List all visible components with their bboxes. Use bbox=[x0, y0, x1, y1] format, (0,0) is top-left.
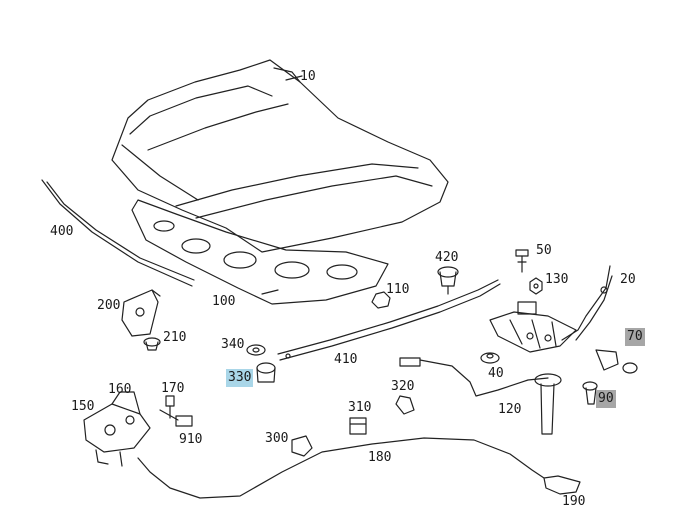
part-label-400: 400 bbox=[50, 224, 74, 239]
long-cable bbox=[137, 437, 545, 499]
part-label-310: 310 bbox=[348, 400, 372, 415]
part-label-200: 200 bbox=[97, 298, 121, 313]
bolt bbox=[515, 249, 529, 273]
clip bbox=[371, 291, 391, 309]
part-label-410: 410 bbox=[334, 352, 358, 367]
part-label-320: 320 bbox=[391, 379, 415, 394]
latch-bolt bbox=[159, 395, 193, 427]
part-label-160: 160 bbox=[108, 382, 132, 397]
part-label-910: 910 bbox=[179, 432, 203, 447]
part-label-300: 300 bbox=[265, 431, 289, 446]
clamp bbox=[395, 395, 415, 415]
washer bbox=[246, 344, 266, 356]
grommet bbox=[143, 337, 161, 351]
seal-strip bbox=[41, 179, 195, 287]
part-label-100: 100 bbox=[212, 294, 236, 309]
hood-inner-frame bbox=[131, 199, 389, 305]
hinge-assembly bbox=[489, 265, 613, 353]
part-label-180: 180 bbox=[368, 450, 392, 465]
part-label-190: 190 bbox=[562, 494, 586, 509]
part-label-40: 40 bbox=[488, 366, 504, 381]
part-label-330: 330 bbox=[226, 369, 254, 387]
release-cable-upper bbox=[399, 357, 549, 397]
part-label-70: 70 bbox=[625, 328, 645, 346]
screw bbox=[582, 381, 598, 405]
part-label-90: 90 bbox=[596, 390, 616, 408]
lock-plate bbox=[595, 349, 638, 374]
part-label-110: 110 bbox=[386, 282, 410, 297]
handle bbox=[543, 475, 581, 495]
part-label-50: 50 bbox=[536, 243, 552, 258]
holder bbox=[291, 435, 313, 457]
nut bbox=[529, 277, 543, 295]
part-label-340: 340 bbox=[221, 337, 245, 352]
part-label-130: 130 bbox=[545, 272, 569, 287]
part-label-420: 420 bbox=[435, 250, 459, 265]
part-label-20: 20 bbox=[620, 272, 636, 287]
part-label-120: 120 bbox=[498, 402, 522, 417]
release-lever bbox=[534, 373, 562, 435]
part-label-210: 210 bbox=[163, 330, 187, 345]
stopper bbox=[437, 266, 459, 295]
bracket bbox=[121, 289, 161, 337]
guide bbox=[349, 417, 367, 435]
part-label-10: 10 bbox=[300, 69, 316, 84]
trim-strip bbox=[277, 279, 501, 361]
hood-panel bbox=[111, 59, 449, 253]
part-label-170: 170 bbox=[161, 381, 185, 396]
cap bbox=[256, 362, 276, 383]
part-label-150: 150 bbox=[71, 399, 95, 414]
latch-mechanism bbox=[83, 391, 151, 467]
rubber-buffer bbox=[480, 352, 500, 364]
